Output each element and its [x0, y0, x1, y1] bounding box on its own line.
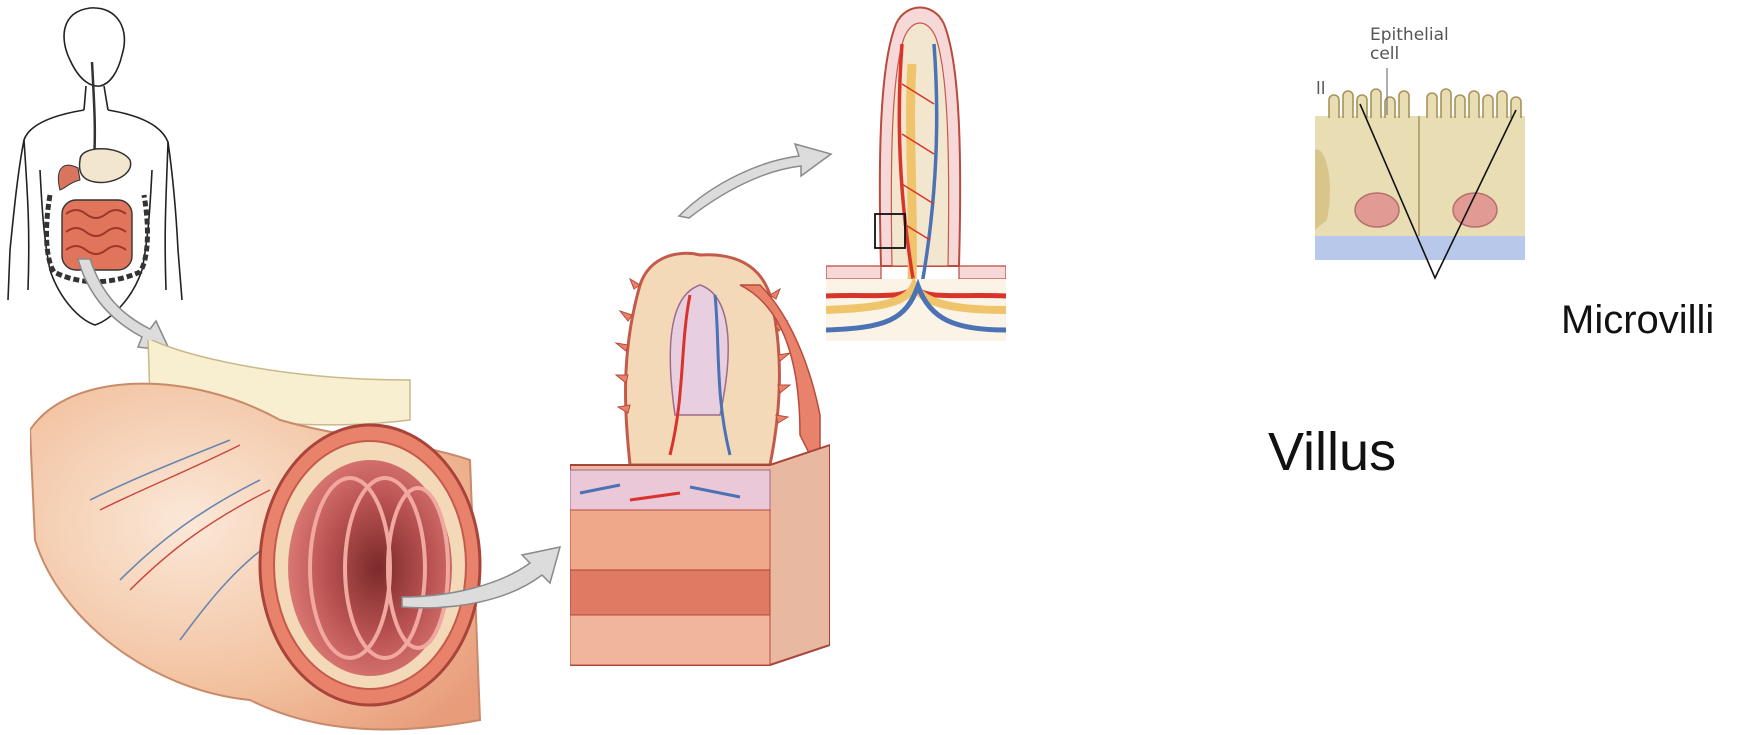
arrow-wall-to-villus	[675, 140, 835, 220]
epithelial-label-line1: Epithelial	[1370, 26, 1449, 45]
arrow-intestine-to-wall	[400, 535, 570, 615]
longitudinal-muscle-layer	[570, 570, 770, 615]
villus-enlarged-illustration	[826, 4, 1006, 349]
intestinal-wall-section	[570, 215, 830, 670]
epithelial-cell-label: Epithelial cell	[1370, 26, 1449, 63]
epithelial-label-line2: cell	[1370, 45, 1449, 64]
cut-off-label-fragment: ll	[1316, 80, 1325, 99]
microvilli-pointer-lines	[1350, 100, 1530, 290]
digestive-organs	[47, 62, 148, 282]
serosa-layer	[570, 615, 770, 665]
circular-muscle-layer	[570, 510, 770, 570]
microvilli-label: Microvilli	[1561, 300, 1714, 340]
lacteal	[911, 64, 913, 284]
villus-label: Villus	[1268, 425, 1396, 479]
